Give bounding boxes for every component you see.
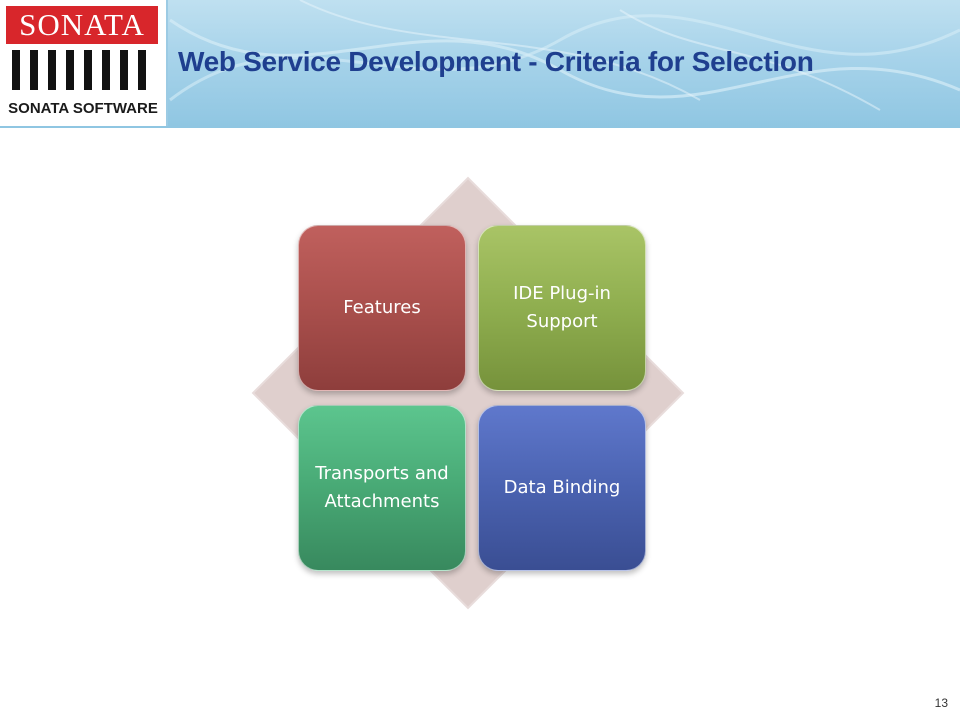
tile-transports-attachments: Transports and Attachments — [298, 405, 466, 571]
tile-label: IDE Plug-in Support — [513, 283, 611, 332]
header-band: SONATA SONATA SOFTWARE Web Service Devel… — [0, 0, 960, 128]
slide-title: Web Service Development - Criteria for S… — [178, 46, 814, 77]
page-number: 13 — [934, 696, 948, 710]
dna-helix-decoration — [169, 0, 960, 111]
logo-company-name: SONATA SOFTWARE — [8, 100, 158, 117]
sonata-logo: SONATA SONATA SOFTWARE — [0, 0, 168, 126]
tile-label: Features — [343, 297, 421, 318]
tile-ide-plugin-support: IDE Plug-in Support — [478, 225, 646, 391]
tile-data-binding: Data Binding — [478, 405, 646, 571]
piano-keys-icon — [6, 46, 158, 94]
logo-wordmark: SONATA — [6, 6, 158, 44]
tile-label: Transports and Attachments — [315, 463, 449, 512]
tile-features: Features — [298, 225, 466, 391]
tile-label: Data Binding — [503, 477, 621, 498]
